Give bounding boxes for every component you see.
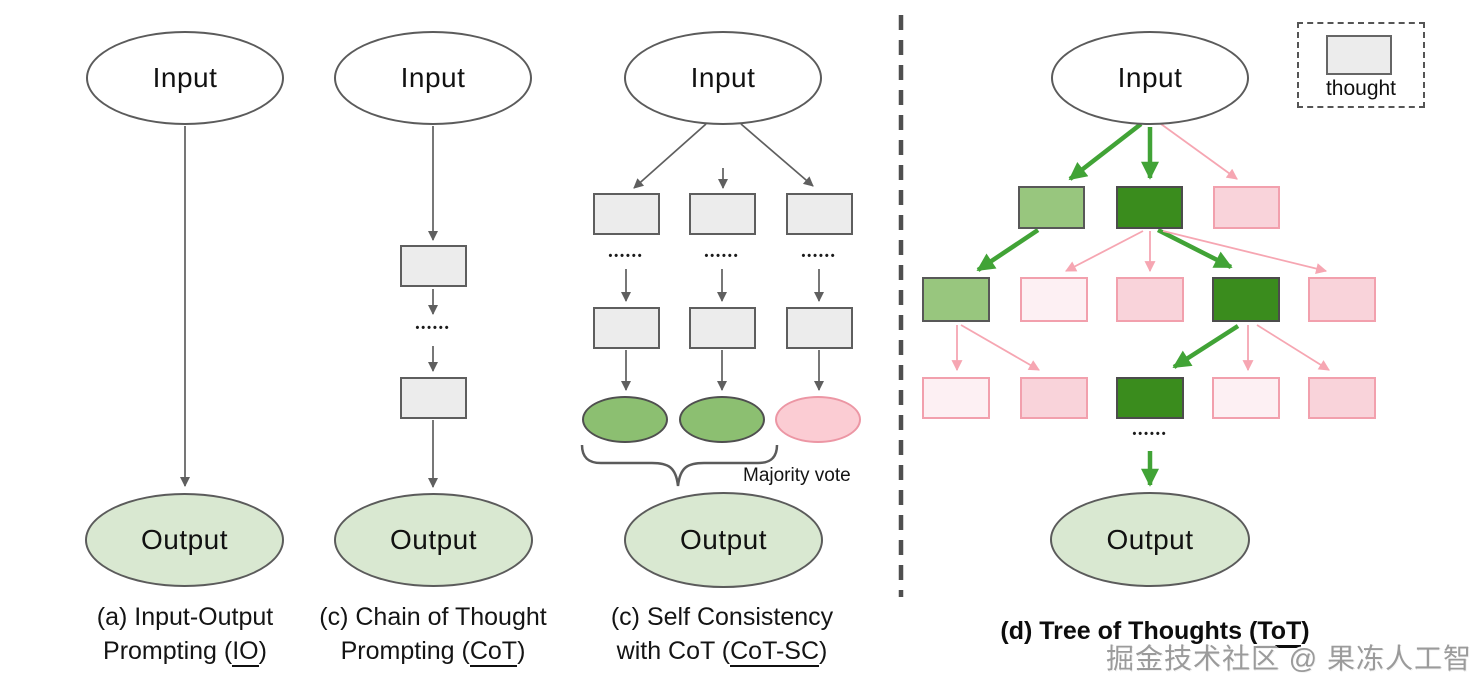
tot-node-l3-2 xyxy=(1020,377,1088,419)
cotsc-input-label: Input xyxy=(690,62,756,93)
io-input-node: Input xyxy=(86,31,284,125)
cotsc-result-ellipse-2 xyxy=(679,396,765,443)
tot-node-l2-5 xyxy=(1308,277,1376,322)
legend-thought-box xyxy=(1326,35,1392,75)
cot-caption: (c) Chain of Thought Prompting (CoT) xyxy=(273,600,593,668)
cotsc-dots-2: •••••• xyxy=(704,250,740,262)
tot-node-l2-1 xyxy=(922,277,990,322)
io-caption-line1: (a) Input-Output xyxy=(96,603,274,631)
cotsc-dots-1: •••••• xyxy=(608,250,644,262)
green-arrow-l2d-l3c xyxy=(1172,324,1240,369)
io-caption: (a) Input-Output Prompting (IO) xyxy=(25,600,345,668)
tot-caption: (d) Tree of Thoughts (ToT) xyxy=(960,617,1350,648)
legend-thought-label: thought xyxy=(1325,77,1397,100)
tot-input-node: Input xyxy=(1051,31,1249,125)
cot-input-label: Input xyxy=(400,62,466,93)
cotsc-caption: (c) Self Consistency with CoT (CoT-SC) xyxy=(562,600,882,668)
cot-dots: •••••• xyxy=(415,322,451,334)
cotsc-thought-box xyxy=(786,193,853,235)
cotsc-output-node: Output xyxy=(624,492,823,588)
cotsc-dots-3: •••••• xyxy=(801,250,837,262)
green-arrow-l1b-l2d xyxy=(1156,227,1233,270)
cotsc-result-ellipse-1 xyxy=(582,396,668,443)
cotsc-thought-box xyxy=(786,307,853,349)
tot-node-l3-3 xyxy=(1116,377,1184,419)
pink-arrow-l1b-l2b xyxy=(1065,230,1144,272)
majority-vote-label: Majority vote xyxy=(743,465,851,486)
cotsc-input-node: Input xyxy=(624,31,822,125)
cot-caption-line1: (c) Chain of Thought xyxy=(319,603,547,631)
cot-caption-line2: Prompting (CoT) xyxy=(340,637,526,667)
tot-dots: •••••• xyxy=(1132,428,1168,440)
cotsc-thought-box xyxy=(689,193,756,235)
tot-node-l2-3 xyxy=(1116,277,1184,322)
pink-arrow-l2d-l3e xyxy=(1256,324,1330,371)
tot-input-label: Input xyxy=(1117,62,1183,93)
tot-node-l3-4 xyxy=(1212,377,1280,419)
tot-node-l1-3 xyxy=(1213,186,1280,229)
io-caption-line2: Prompting (IO) xyxy=(103,637,267,667)
watermark-text: 掘金技术社区 @ 果冻人工智能 xyxy=(1106,643,1473,674)
arrow-sc-left xyxy=(633,123,707,189)
cot-output-label: Output xyxy=(389,524,478,555)
cot-thought-box-1 xyxy=(400,245,467,287)
pink-arrow-input-l1c xyxy=(1160,123,1238,180)
cotsc-caption-line1: (c) Self Consistency xyxy=(610,603,834,631)
tot-node-l3-1 xyxy=(922,377,990,419)
tot-node-l3-5 xyxy=(1308,377,1376,419)
tot-node-l2-4 xyxy=(1212,277,1280,322)
cot-output-node: Output xyxy=(334,493,533,587)
io-output-node: Output xyxy=(85,493,284,587)
cotsc-thought-box xyxy=(593,307,660,349)
io-output-label: Output xyxy=(140,524,229,555)
cotsc-thought-box xyxy=(689,307,756,349)
tot-node-l1-1 xyxy=(1018,186,1085,229)
tot-node-l2-2 xyxy=(1020,277,1088,322)
green-arrow-l1a-l2a xyxy=(976,228,1040,272)
majority-vote-brace xyxy=(580,444,779,487)
cot-input-node: Input xyxy=(334,31,532,125)
tot-output-label: Output xyxy=(1106,523,1194,555)
cotsc-result-ellipse-3 xyxy=(775,396,861,443)
green-arrow-input-l1a xyxy=(1068,122,1143,181)
cotsc-caption-line2: with CoT (CoT-SC) xyxy=(616,637,828,667)
io-input-label: Input xyxy=(152,62,218,93)
thought-legend: thought xyxy=(1297,22,1425,108)
tot-output-node: Output xyxy=(1050,492,1250,587)
pink-arrow-l1b-l2e xyxy=(1162,230,1328,274)
pink-arrow-l2a-l3b xyxy=(960,324,1040,371)
cotsc-thought-box xyxy=(593,193,660,235)
cotsc-output-label: Output xyxy=(679,524,768,555)
cot-thought-box-2 xyxy=(400,377,467,419)
tot-node-l1-2 xyxy=(1116,186,1183,229)
arrow-sc-right xyxy=(740,123,814,187)
